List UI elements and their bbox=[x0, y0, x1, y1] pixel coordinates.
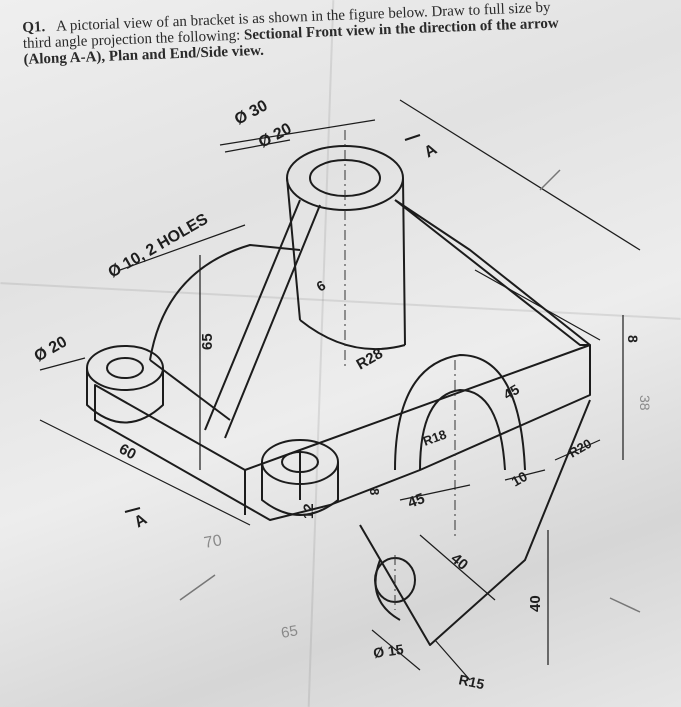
dim-r15: R15 bbox=[457, 671, 486, 692]
dim-r18: R18 bbox=[421, 427, 449, 449]
dim-h40: 40 bbox=[527, 595, 544, 612]
rib bbox=[204, 199, 321, 439]
front-boss-hole bbox=[281, 451, 319, 473]
back-plate bbox=[394, 199, 591, 346]
dim-h65: 65 bbox=[199, 333, 216, 350]
dim-w45-right: 45 bbox=[501, 381, 523, 403]
dim-w10: 10 bbox=[509, 468, 531, 490]
section-arrow-marks bbox=[124, 134, 421, 513]
pencil-note-65: 65 bbox=[280, 622, 299, 642]
dim-d20-top: Ø 20 bbox=[256, 120, 295, 151]
base-plate bbox=[94, 344, 591, 521]
pencil-note-38: 38 bbox=[637, 395, 653, 411]
left-support bbox=[149, 244, 301, 361]
dim-h8-mid: 8 bbox=[367, 488, 382, 495]
section-label-a-top: A bbox=[422, 141, 441, 162]
pencil-note-70: 70 bbox=[203, 532, 224, 552]
dim-holes: Ø 10, 2 HOLES bbox=[106, 211, 212, 282]
dim-d30: Ø 30 bbox=[232, 97, 271, 128]
dim-w45-mid: 45 bbox=[406, 490, 427, 512]
left-boss-hole bbox=[106, 357, 144, 379]
dim-h12: 12 bbox=[300, 503, 316, 519]
arch-r28 bbox=[394, 354, 526, 471]
dim-t6: 6 bbox=[314, 277, 329, 295]
lower-lug bbox=[359, 399, 591, 646]
dim-d20-left: Ø 20 bbox=[32, 333, 71, 365]
dim-w40: 40 bbox=[447, 550, 471, 574]
left-boss bbox=[86, 345, 164, 391]
section-label-a-bottom: A bbox=[132, 511, 151, 532]
pencil-marks bbox=[179, 169, 641, 613]
dim-h8-right: 8 bbox=[625, 335, 641, 343]
dim-d15: Ø 15 bbox=[372, 641, 404, 661]
dim-w60: 60 bbox=[116, 441, 139, 464]
dim-r20: R20 bbox=[566, 436, 594, 461]
